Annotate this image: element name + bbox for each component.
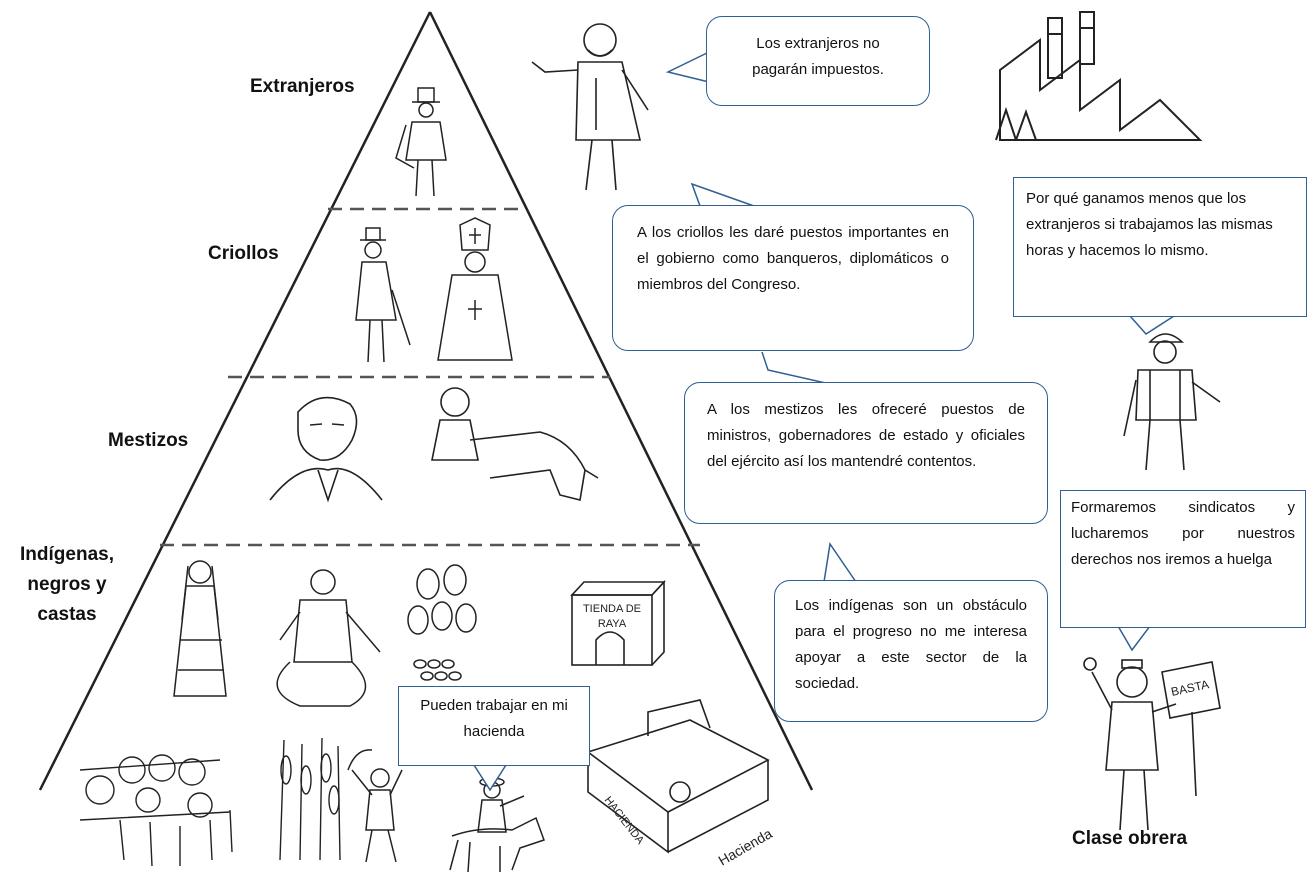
foreigner-figure <box>395 87 447 197</box>
caption-clase-obrera: Clase obrera <box>1072 828 1188 849</box>
bubble-hacienda: Pueden trabajar en mi hacienda <box>398 686 590 766</box>
level-label-extranjeros: Extranjeros <box>250 76 355 97</box>
bubble-indigenas: Los indígenas son un obstáculo para el p… <box>774 580 1048 722</box>
tienda-de-raya-building <box>570 579 666 666</box>
level-label-indigenas: Indígenas, negros y castas <box>12 540 122 630</box>
indigenous-woman-figure <box>173 560 227 697</box>
level-label-criollos: Criollos <box>208 243 279 264</box>
creole-gentleman-figure <box>355 227 411 363</box>
hacienda-building <box>586 699 770 854</box>
president-figure <box>531 23 649 191</box>
level-dividers <box>160 207 700 547</box>
level-label-mestizos: Mestizos <box>108 430 189 451</box>
bubble-criollos: A los criollos les daré puestos importan… <box>612 205 974 351</box>
horse-rider-figure <box>449 777 545 873</box>
hacienda-label: Hacienda <box>716 825 775 869</box>
tienda-sign-line2: RAYA <box>598 618 627 630</box>
level-label-indigenas-line1: Indígenas, <box>20 544 114 565</box>
bubble-obrero-pregunta: Por qué ganamos menos que los extranjero… <box>1013 177 1307 317</box>
corn-field <box>279 737 341 861</box>
bubble-tails <box>473 51 1175 792</box>
mestizo-portrait-figure <box>269 396 383 503</box>
mestizo-horse-figure <box>431 387 599 501</box>
bubble-extranjeros: Los extranjeros no pagarán impuestos. <box>706 16 930 106</box>
seated-man-figure <box>276 569 381 707</box>
hacienda-sign: HACIENDA <box>602 794 647 847</box>
field-worker-figure <box>347 749 403 863</box>
vegetable-field <box>79 754 233 867</box>
factory-drawing <box>995 11 1203 141</box>
protester-figure <box>1083 657 1221 831</box>
pyramid-outline <box>38 11 814 791</box>
level-label-indigenas-line2: negros y <box>27 574 107 595</box>
bishop-figure <box>437 217 513 361</box>
worker-figure <box>1123 333 1221 471</box>
bubble-mestizos: A los mestizos les ofreceré puestos de m… <box>684 382 1048 524</box>
gourds-and-beans <box>407 564 477 681</box>
tienda-sign-line1: TIENDA DE <box>583 603 641 615</box>
bubble-obrero-sindicato: Formaremos sindicatos y lucharemos por n… <box>1060 490 1306 628</box>
basta-sign-text: BASTA <box>1170 677 1211 699</box>
level-label-indigenas-line3: castas <box>37 604 97 625</box>
